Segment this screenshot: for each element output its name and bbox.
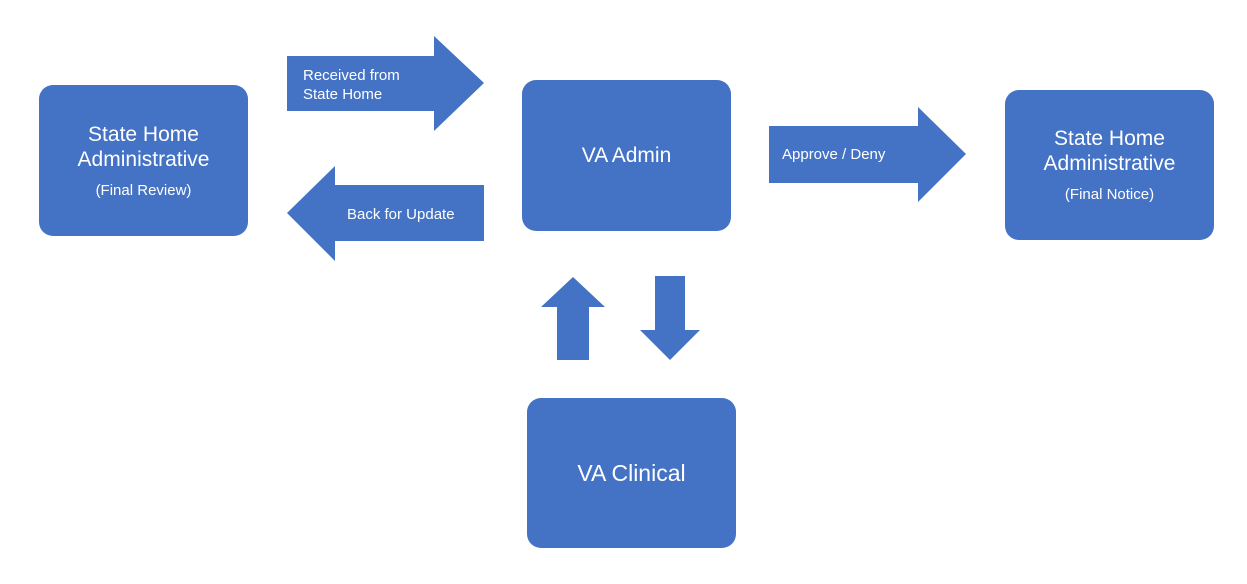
received-label-line2: State Home: [303, 86, 383, 103]
va-admin-node: VA Admin: [522, 80, 731, 231]
received-label: Received from State Home: [303, 66, 400, 104]
approve-label: Approve / Deny: [782, 146, 886, 163]
va-clinical-title: VA Clinical: [577, 459, 686, 486]
state-home-notice-title: State Home Administrative: [1043, 127, 1176, 175]
received-label-line1: Received from: [303, 67, 400, 84]
up-arrow: [541, 277, 605, 360]
back-label: Back for Update: [347, 206, 455, 223]
state-home-review-node: State Home Administrative (Final Review): [39, 85, 248, 236]
state-home-notice-subtitle: (Final Notice): [1064, 186, 1155, 203]
back-arrow: [287, 166, 484, 261]
state-home-review-title: State Home Administrative: [77, 122, 210, 171]
va-admin-title: VA Admin: [581, 144, 672, 167]
va-clinical-node: VA Clinical: [527, 398, 736, 548]
down-arrow: [640, 276, 700, 360]
received-arrow: [287, 36, 484, 131]
state-home-review-subtitle: (Final Review): [95, 181, 192, 199]
state-home-notice-node: State Home Administrative (Final Notice): [1005, 90, 1214, 240]
approve-arrow: [769, 107, 966, 202]
